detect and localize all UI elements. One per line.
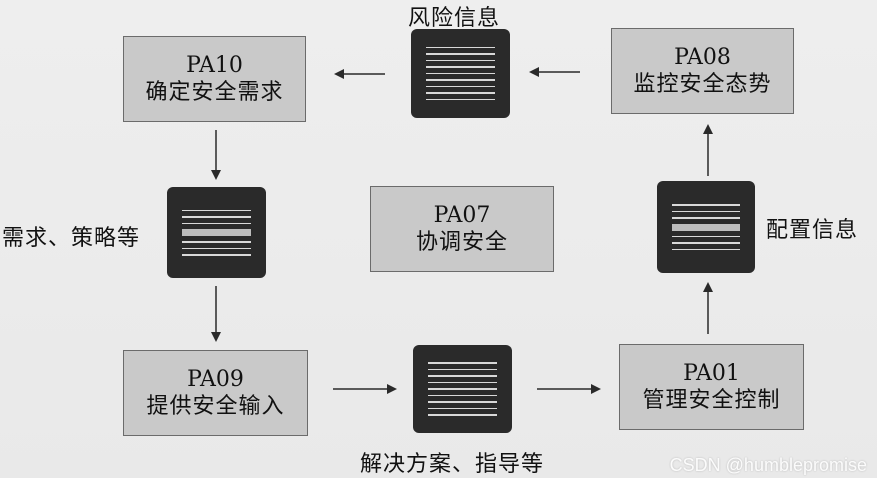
- document-icon-requirements: [167, 187, 266, 278]
- label-solutions: 解决方案、指导等: [360, 452, 545, 477]
- process-code: PA10: [186, 52, 243, 78]
- process-box-pa07: PA07 协调安全: [370, 186, 554, 272]
- process-box-pa08: PA08 监控安全态势: [611, 28, 794, 114]
- label-requirements: 需求、策略等: [2, 226, 141, 251]
- process-code: PA07: [433, 202, 491, 228]
- document-icon-solutions: [413, 345, 512, 433]
- label-config-info: 配置信息: [766, 218, 859, 243]
- process-code: PA08: [674, 44, 731, 70]
- process-name: 监控安全态势: [633, 72, 772, 97]
- process-code: PA01: [683, 360, 740, 386]
- document-icon-config-info: [657, 181, 755, 273]
- process-box-pa10: PA10 确定安全需求: [123, 36, 306, 122]
- process-name: 提供安全输入: [146, 394, 285, 419]
- process-box-pa09: PA09 提供安全输入: [123, 350, 308, 436]
- document-icon-risk-info: [411, 29, 510, 118]
- process-name: 管理安全控制: [642, 388, 781, 413]
- process-box-pa01: PA01 管理安全控制: [619, 344, 804, 430]
- process-name: 确定安全需求: [145, 80, 284, 105]
- process-name: 协调安全: [415, 230, 508, 255]
- process-code: PA09: [187, 366, 244, 392]
- watermark: CSDN @humblepromise: [669, 455, 867, 475]
- label-risk-info: 风险信息: [408, 6, 501, 31]
